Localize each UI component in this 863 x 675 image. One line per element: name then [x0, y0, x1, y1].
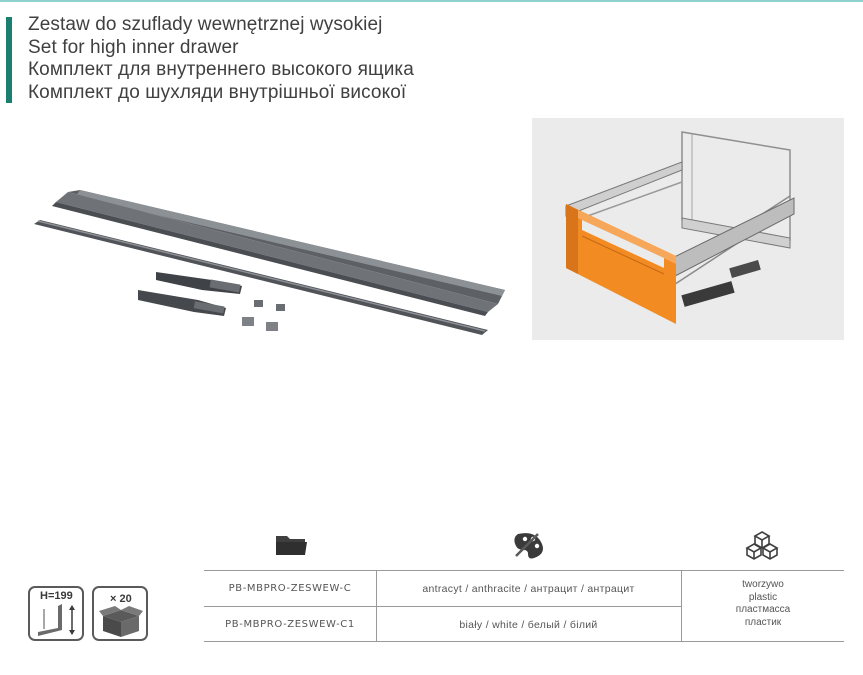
round-rod — [34, 220, 488, 335]
folder-icon — [276, 536, 307, 555]
inner-drawer-image — [565, 131, 795, 324]
row2-code: PB-MBPRO-ZESWEW-C1 — [225, 619, 355, 630]
material-cell: tworzywo plastic пластмасса пластик — [682, 579, 844, 629]
clip — [266, 322, 278, 331]
clip — [276, 304, 285, 311]
table-divider — [681, 570, 682, 642]
material-pl: tworzywo — [742, 579, 784, 590]
quantity-badge: × 20 — [92, 586, 148, 641]
table-rule-top — [204, 570, 844, 571]
palette-icon — [514, 533, 543, 559]
top-rule — [0, 0, 863, 2]
height-label: H=199 — [40, 590, 73, 602]
bracket-lower — [138, 290, 226, 316]
box-icon — [99, 606, 143, 637]
material-ru: пластмасса — [735, 604, 791, 615]
spec-table: PB-MBPRO-ZESWEW-C antracyt / anthracite … — [204, 570, 844, 642]
title-block: Zestaw do szuflady wewnętrznej wysokiej … — [28, 14, 414, 104]
title-pl: Zestaw do szuflady wewnętrznej wysokiej — [28, 14, 383, 35]
row1-color: antracyt / anthracite / антрацит / антра… — [422, 583, 635, 595]
table-rule-mid — [204, 606, 682, 607]
drawer-height-icon — [38, 604, 75, 636]
material-ua: пластик — [744, 616, 782, 628]
table-rule-bottom — [204, 641, 844, 642]
title-en: Set for high inner drawer — [28, 36, 239, 58]
table-divider — [376, 570, 377, 642]
height-badge: H=199 — [28, 586, 84, 641]
title-ua: Комплект до шухляди внутрішньої високої — [28, 81, 407, 103]
material-en: plastic — [748, 591, 778, 603]
drawer-image-panel — [532, 118, 844, 340]
quantity-label: × 20 — [110, 593, 132, 605]
row2-color: biały / white / белый / білий — [459, 619, 598, 631]
clip — [242, 317, 254, 326]
title-ru: Комплект для внутреннего высокого ящика — [28, 59, 414, 80]
title-accent-bar — [6, 17, 12, 103]
clip — [254, 300, 263, 307]
row1-code: PB-MBPRO-ZESWEW-C — [228, 583, 352, 594]
cubes-icon — [745, 531, 779, 560]
rail-kit-image — [34, 190, 505, 335]
